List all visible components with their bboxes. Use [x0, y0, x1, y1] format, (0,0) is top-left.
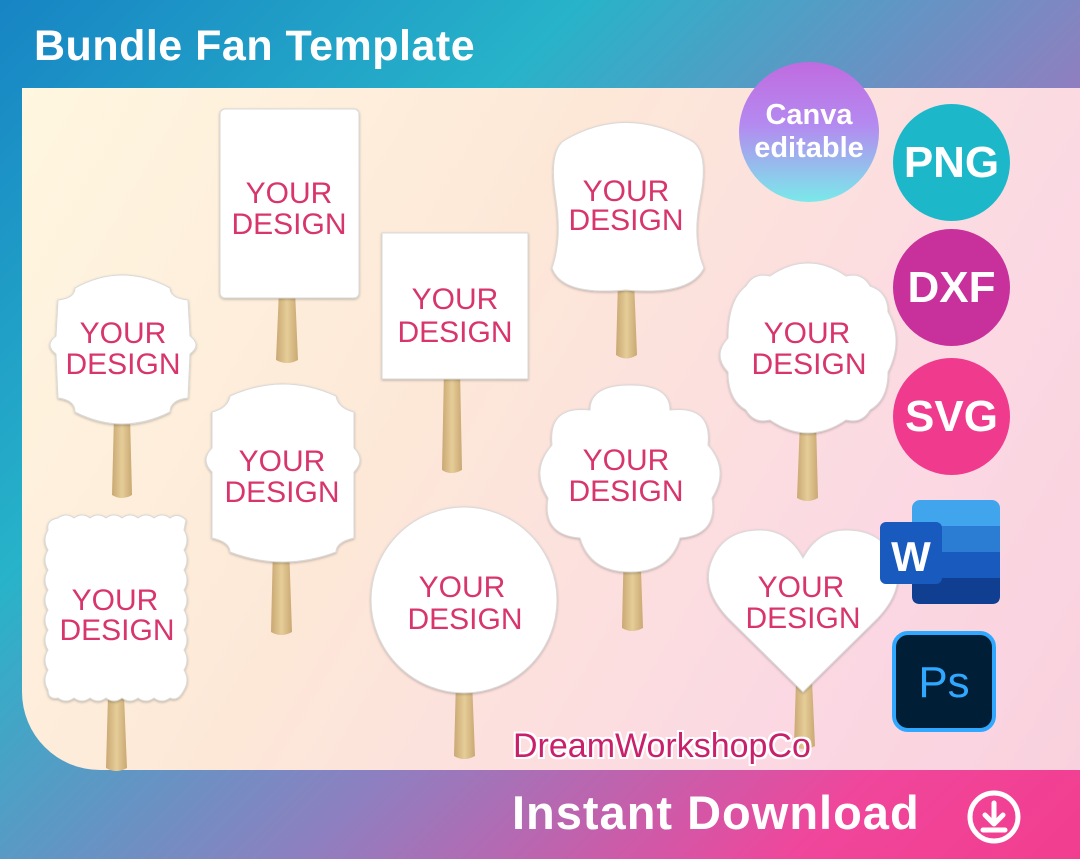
fan-handle: [112, 415, 132, 498]
instant-download-label: Instant Download: [512, 786, 920, 839]
design-text-line2: DESIGN: [231, 208, 346, 241]
fan-flower: YOUR DESIGN: [539, 384, 721, 631]
photoshop-icon: Ps: [892, 631, 996, 732]
word-letter: W: [891, 533, 931, 580]
fan-handle: [797, 420, 818, 501]
fan-paddle: [370, 506, 558, 694]
svg-badge: SVG: [893, 358, 1010, 475]
design-text-line2: DESIGN: [568, 475, 683, 508]
design-text-line2: DESIGN: [224, 476, 339, 509]
fan-handle: [271, 545, 292, 635]
fan-ornate-middle: YOUR DESIGN: [205, 383, 361, 635]
design-text-line1: YOUR: [583, 175, 670, 208]
fan-rectangle-tall: YOUR DESIGN: [219, 108, 360, 363]
fan-paddle: [719, 262, 897, 434]
microsoft-word-icon: W: [880, 500, 1000, 604]
dxf-badge: DXF: [893, 229, 1010, 346]
design-text-line2: DESIGN: [65, 348, 180, 381]
design-text-line1: YOUR: [80, 317, 167, 350]
design-text-line1: YOUR: [239, 445, 326, 478]
fan-paddle: [44, 514, 188, 702]
fan-square: YOUR DESIGN: [381, 232, 529, 473]
brand-name: DreamWorkshopCo: [513, 727, 811, 765]
design-text-line2: DESIGN: [407, 603, 522, 636]
fan-scalloped-rectangle: YOUR DESIGN: [44, 514, 188, 771]
design-text-line2: DESIGN: [59, 614, 174, 647]
canva-editable-badge: Canva editable: [739, 62, 879, 202]
fan-ornate-right: YOUR DESIGN: [719, 262, 897, 501]
fan-paddle: [49, 274, 197, 425]
design-text-line2: DESIGN: [568, 204, 683, 237]
fan-paddle: [539, 384, 721, 573]
fan-handle: [276, 290, 298, 363]
fan-handle: [794, 680, 815, 749]
design-text-line1: YOUR: [583, 444, 670, 477]
design-text-line1: YOUR: [412, 283, 499, 316]
fan-handle: [616, 280, 637, 359]
fan-heart: YOUR DESIGN: [707, 529, 899, 749]
design-text-line1: YOUR: [72, 584, 159, 617]
page-title: Bundle Fan Template: [34, 22, 476, 70]
design-text-line1: YOUR: [764, 317, 851, 350]
fan-paddle: [205, 383, 361, 563]
editable-label: editable: [754, 132, 864, 164]
fan-paddle: [551, 122, 705, 292]
fan-handle: [106, 695, 127, 771]
design-text-line1: YOUR: [758, 571, 845, 604]
png-badge: PNG: [893, 104, 1010, 221]
fan-paddle: [219, 108, 360, 299]
fan-ornate-left: YOUR DESIGN: [49, 274, 197, 498]
download-circle-icon: [967, 790, 1021, 844]
fan-wavy-paddle: YOUR DESIGN: [551, 122, 705, 359]
canva-label: Canva: [765, 99, 853, 131]
fan-circle: YOUR DESIGN: [370, 506, 558, 759]
design-text-line1: YOUR: [246, 177, 333, 210]
photoshop-letters: Ps: [918, 658, 969, 707]
fan-handle: [454, 680, 475, 759]
design-text-line2: DESIGN: [397, 316, 512, 349]
design-text-line2: DESIGN: [745, 602, 860, 635]
design-text-line2: DESIGN: [751, 348, 866, 381]
design-text-line1: YOUR: [419, 571, 506, 604]
fan-paddle: [381, 232, 529, 380]
fan-handle: [442, 370, 462, 473]
